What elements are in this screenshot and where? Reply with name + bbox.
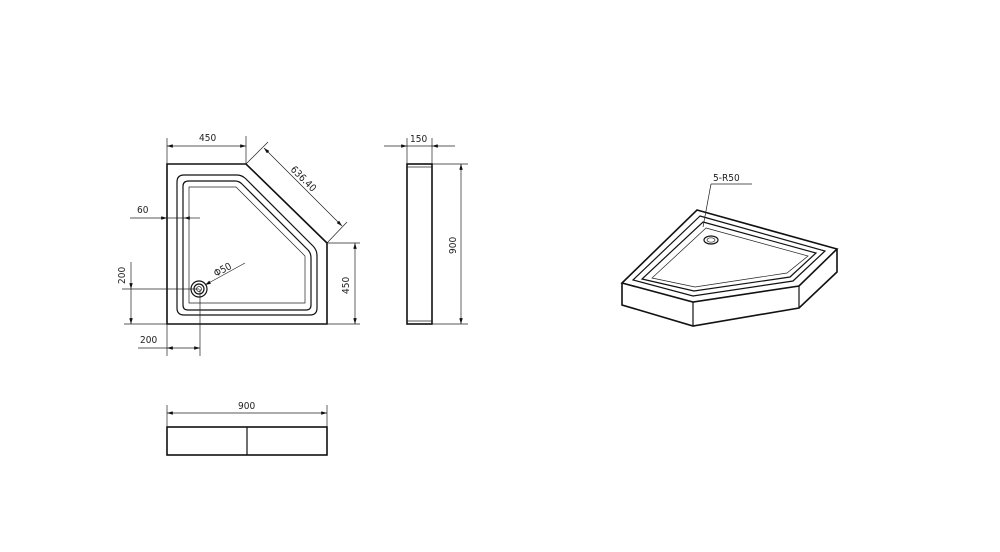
tray-outline bbox=[166, 163, 328, 325]
dim-drain-diameter: Φ50 bbox=[212, 261, 234, 280]
basin-floor bbox=[188, 186, 306, 304]
dim-height: 150 bbox=[410, 134, 427, 145]
plan-view: 450 636.40 60 200 200 Φ50 450 bbox=[117, 133, 360, 356]
dim-width: 900 bbox=[238, 401, 255, 412]
side-outline bbox=[406, 163, 433, 325]
dim-drain-y: 200 bbox=[117, 267, 128, 284]
rim-edge bbox=[176, 174, 318, 316]
dim-drain-x: 200 bbox=[140, 335, 157, 346]
side-view: 150 900 bbox=[384, 134, 468, 325]
iso-view: 5-R50 bbox=[620, 173, 839, 327]
dim-length: 900 bbox=[448, 237, 459, 254]
dim-right-height: 450 bbox=[341, 277, 352, 294]
corner-radius-label: 5-R50 bbox=[713, 173, 740, 184]
iso-drain-icon bbox=[703, 235, 719, 245]
iso-top bbox=[620, 209, 839, 303]
basin-edge bbox=[182, 180, 312, 311]
dim-diagonal: 636.40 bbox=[288, 164, 318, 194]
front-view: 900 bbox=[166, 401, 328, 456]
dim-top-width: 450 bbox=[199, 133, 216, 144]
dim-rim: 60 bbox=[137, 205, 149, 216]
